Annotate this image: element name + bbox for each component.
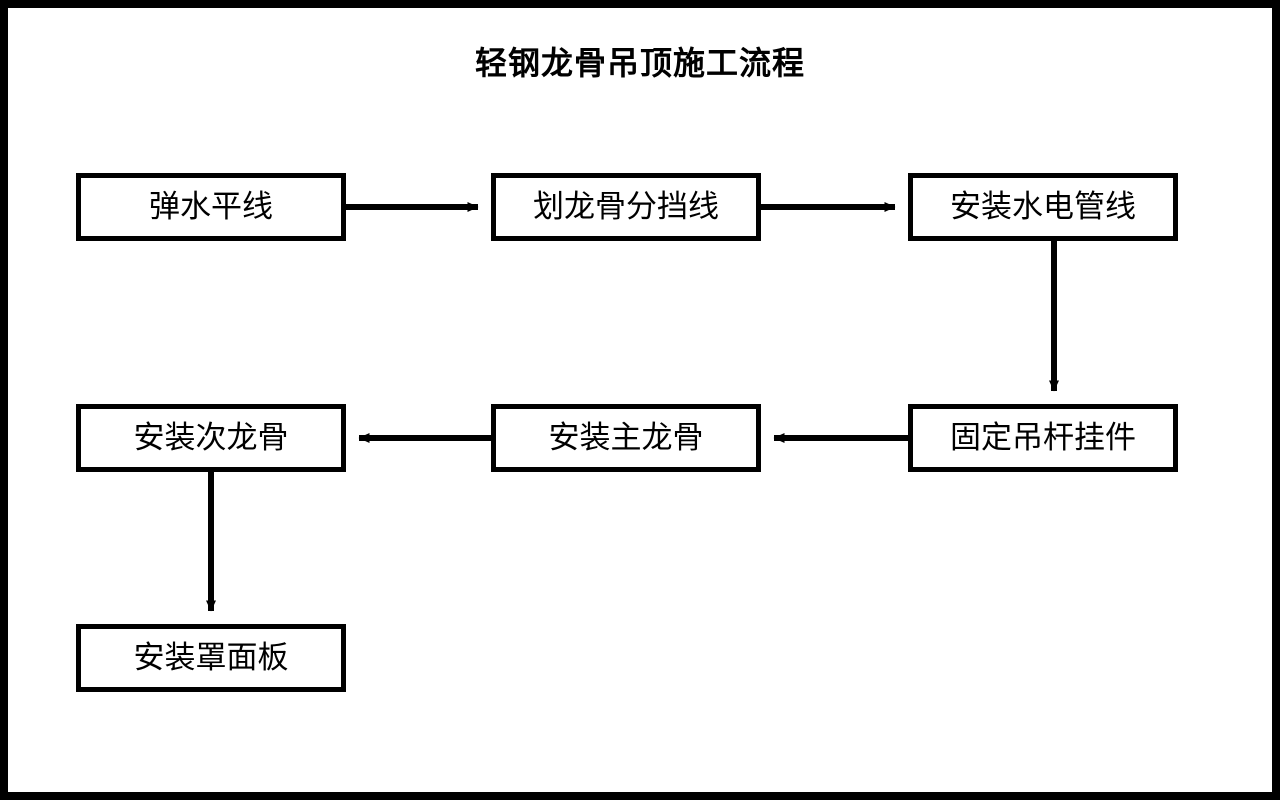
flow-node-2[interactable]: 划龙骨分挡线 (491, 173, 761, 241)
flow-node-4[interactable]: 固定吊杆挂件 (908, 404, 1178, 472)
page-title: 轻钢龙骨吊顶施工流程 (474, 44, 805, 82)
diagram-inner: 轻钢龙骨吊顶施工流程 (8, 8, 1272, 792)
flow-node-6-label: 安装次龙骨 (133, 419, 289, 456)
flow-node-7-label: 安装罩面板 (133, 639, 289, 676)
flow-node-5[interactable]: 安装主龙骨 (491, 404, 761, 472)
flow-node-4-label: 固定吊杆挂件 (950, 419, 1136, 456)
flow-node-2-label: 划龙骨分挡线 (533, 188, 719, 225)
flow-node-6[interactable]: 安装次龙骨 (76, 404, 346, 472)
flow-node-7[interactable]: 安装罩面板 (76, 624, 346, 692)
flow-node-3[interactable]: 安装水电管线 (908, 173, 1178, 241)
flow-node-5-label: 安装主龙骨 (548, 419, 704, 456)
flow-node-3-label: 安装水电管线 (950, 188, 1136, 225)
flow-node-1-label: 弹水平线 (149, 188, 273, 225)
flow-node-1[interactable]: 弹水平线 (76, 173, 346, 241)
